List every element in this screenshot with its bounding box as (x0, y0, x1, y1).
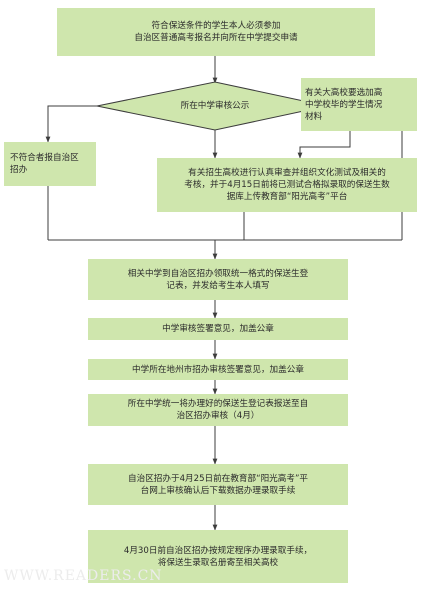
step-submit-region: 所在中学统一将办理好的保送生登记表报送至自 治区招办审核（4月） (88, 394, 348, 426)
step-apply: 符合保送条件的学生本人必须参加 自治区普通高考报名并向所在中学提交申请 (57, 8, 375, 56)
step-reject: 不符合者报自治区 招办 (4, 142, 96, 186)
step-university-exam: 有关招生高校进行认真审查并组织文化测试及相关的 考核，并于4月15日前将已测试合… (157, 158, 417, 212)
watermark: WWW.READERS.CN (4, 568, 163, 584)
step-online-confirm: 自治区招办于4月25日前在教育部“阳光高考”平 台网上审核确认后下载数据办理录取… (88, 464, 348, 505)
step-school-sign: 中学审核签署意见，加盖公章 (88, 318, 348, 340)
step-admission: 4月30日前自治区招办按规定程序办理录取手续， 将保送生录取名册寄至相关高校 (88, 530, 348, 583)
step-special-materials: 有关大高校要选加高 中学校毕的学生情况 材料 (301, 78, 417, 131)
edge-special-exam (297, 131, 351, 159)
step-school-review: 所在中学审核公示 (180, 101, 250, 111)
step-prefecture-sign: 中学所在地州市招办审核签署意见，加盖公章 (88, 359, 348, 380)
step-registration-form: 相关中学到自治区招办领取统一格式的保送生登 记表，并发给考生本人填写 (88, 259, 348, 300)
edge-review-reject (45, 105, 97, 143)
